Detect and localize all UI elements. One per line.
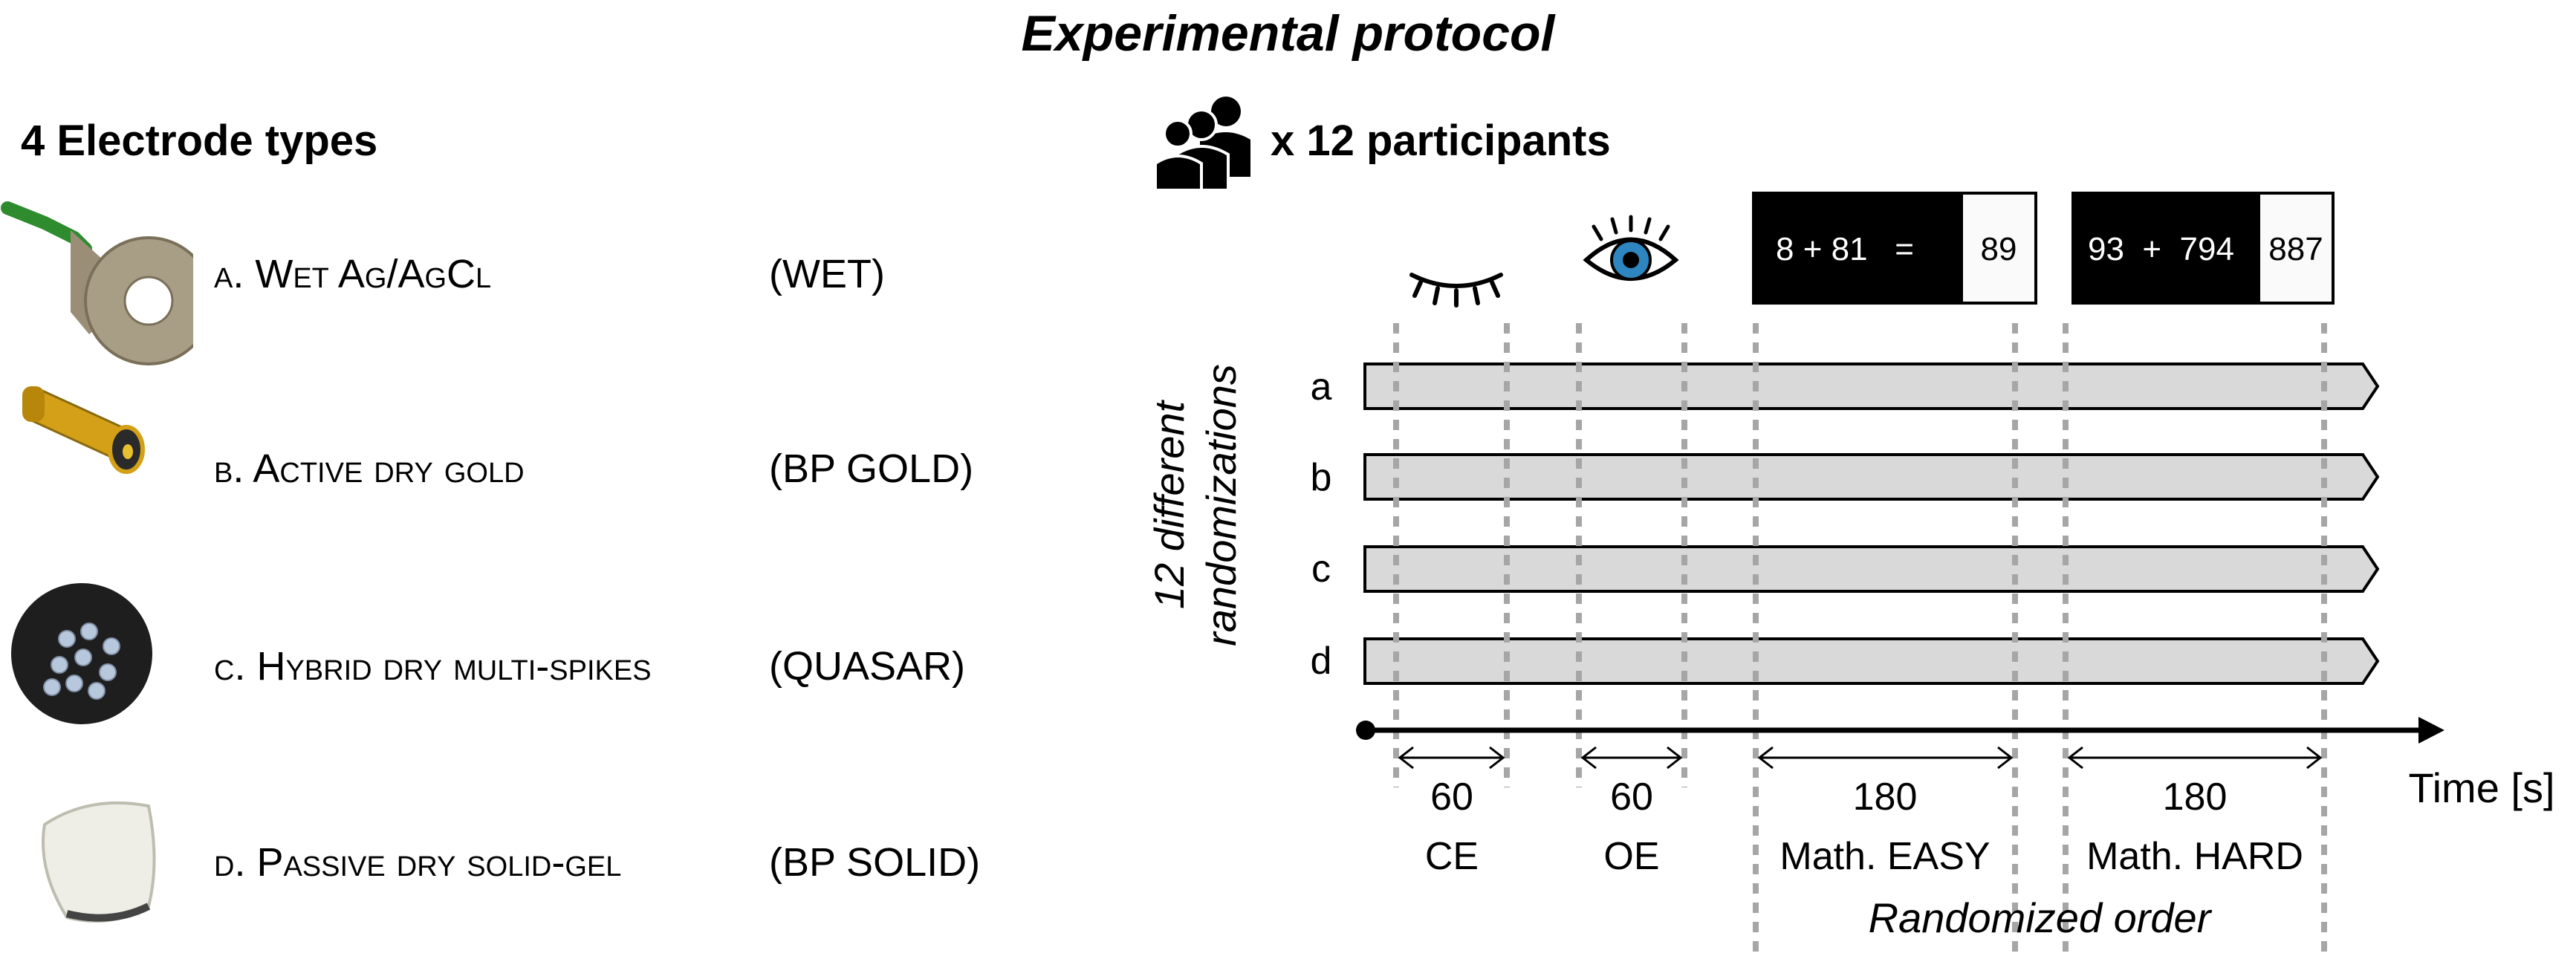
duration-arrows bbox=[1398, 746, 2323, 770]
condition-label-math-easy: Math. EASY bbox=[1779, 835, 1990, 878]
randomization-bar-d bbox=[1363, 637, 2380, 685]
participants-label: x 12 participants bbox=[1271, 117, 1611, 165]
randomization-bar-a bbox=[1363, 363, 2380, 410]
math-easy-answer: 89 bbox=[1981, 231, 2017, 267]
wet-electrode-image bbox=[1, 201, 193, 365]
condition-label-math-hard: Math. HARD bbox=[2086, 835, 2303, 878]
open-eye-icon bbox=[1583, 215, 1679, 281]
electrode-label-gold: b. Active dry gold bbox=[214, 446, 525, 491]
randomizations-label-line2: randomizations bbox=[1198, 364, 1245, 646]
math-hard-answer: 887 bbox=[2268, 231, 2323, 267]
duration-ce: 60 bbox=[1430, 776, 1473, 819]
math-hard-expression: 93 + 794 bbox=[2088, 231, 2234, 267]
randomization-bar-c bbox=[1363, 545, 2380, 593]
electrode-types-heading: 4 Electrode types bbox=[21, 117, 378, 165]
row-label-c: c bbox=[1311, 547, 1331, 591]
quasar-electrode-image bbox=[11, 583, 152, 724]
solid-gel-electrode-image bbox=[42, 801, 156, 923]
protocol-timeline: 8 + 81 = 89 93 + 794 887 12 different ra… bbox=[1146, 192, 2555, 959]
row-label-a: a bbox=[1311, 365, 1332, 409]
randomization-bar-b bbox=[1363, 453, 2380, 501]
row-label-b: b bbox=[1311, 456, 1332, 499]
people-group-icon bbox=[1155, 97, 1250, 192]
math-easy-expression: 8 + 81 = bbox=[1776, 231, 1914, 267]
electrode-abbr-wet: (WET) bbox=[769, 252, 885, 296]
electrode-abbr-gold: (BP GOLD) bbox=[769, 446, 974, 491]
condition-label-oe: OE bbox=[1603, 835, 1659, 878]
figure-title: Experimental protocol bbox=[1021, 5, 1555, 62]
electrode-images bbox=[1, 201, 193, 923]
electrode-label-solid: d. Passive dry solid-gel bbox=[214, 840, 622, 885]
math-easy-task: 8 + 81 = 89 bbox=[1752, 192, 2037, 305]
duration-math-hard: 180 bbox=[2163, 776, 2228, 819]
time-axis-label: Time [s] bbox=[2408, 764, 2554, 811]
randomizations-label-line1: 12 different bbox=[1146, 399, 1193, 609]
electrode-label-wet: a. Wet Ag/AgCl bbox=[214, 252, 492, 296]
electrode-abbr-quasar: (QUASAR) bbox=[769, 644, 966, 689]
segment-dividers bbox=[1393, 323, 2327, 959]
gold-electrode-image bbox=[22, 386, 145, 474]
duration-oe: 60 bbox=[1610, 776, 1653, 819]
math-hard-task: 93 + 794 887 bbox=[2071, 192, 2335, 305]
condition-label-ce: CE bbox=[1425, 835, 1479, 878]
electrode-label-quasar: c. Hybrid dry multi-spikes bbox=[214, 644, 652, 689]
randomized-order-label: Randomized order bbox=[1869, 894, 2213, 941]
electrode-abbr-solid: (BP SOLID) bbox=[769, 840, 981, 885]
row-label-d: d bbox=[1311, 640, 1332, 683]
closed-eye-icon bbox=[1409, 273, 1503, 308]
time-axis bbox=[1356, 717, 2444, 744]
duration-math-easy: 180 bbox=[1853, 776, 1918, 819]
